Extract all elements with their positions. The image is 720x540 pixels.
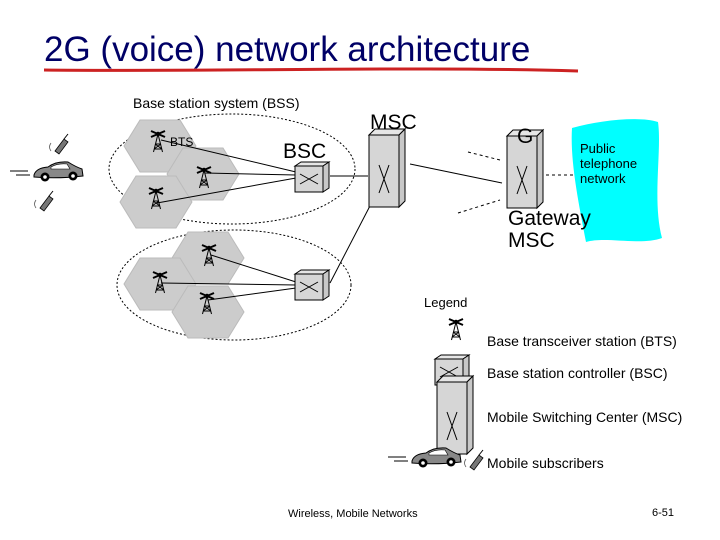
pstn-cloud: [571, 119, 662, 242]
bss-boundary-upper: [108, 113, 356, 225]
legend-title: Legend: [424, 295, 468, 310]
cell-cluster-lower: [123, 231, 245, 339]
title-underline: [43, 67, 579, 73]
footer-page-number: 6-51: [652, 507, 675, 519]
msc-switch-icon: [368, 128, 406, 208]
mobile-phone-icon: [34, 190, 54, 212]
msc-label: MSC: [370, 111, 417, 134]
gateway-msc-label: Gateway MSC: [508, 207, 591, 253]
legend-bts-antenna-icon: [448, 318, 464, 341]
legend-item-bsc: Base station controller (BSC): [487, 365, 668, 381]
legend-item-msc: Mobile Switching Center (MSC): [487, 409, 683, 425]
legend-item-bts: Base transceiver station (BTS): [487, 333, 677, 349]
legend-item-mobile: Mobile subscribers: [487, 455, 604, 471]
car-icon: [9, 161, 84, 182]
bss-boundary-lower: [116, 229, 352, 341]
pstn-label: Public telephone network: [580, 141, 638, 186]
legend-msc-switch-icon: [436, 375, 474, 455]
bsc-box-icon: [294, 269, 330, 301]
gateway-g-label: G: [517, 125, 534, 148]
connection-lines: [156, 139, 503, 301]
bss-label: Base station system (BSS): [133, 95, 300, 111]
bsc-label: BSC: [283, 140, 327, 163]
mobile-phone-icon: [49, 133, 69, 155]
bsc-box-icon: [294, 161, 330, 193]
footer-course: Wireless, Mobile Networks: [288, 508, 418, 520]
bts-label: BTS: [170, 135, 194, 149]
legend-car-icon: [387, 447, 462, 468]
slide-title: 2G (voice) network architecture: [44, 30, 531, 69]
